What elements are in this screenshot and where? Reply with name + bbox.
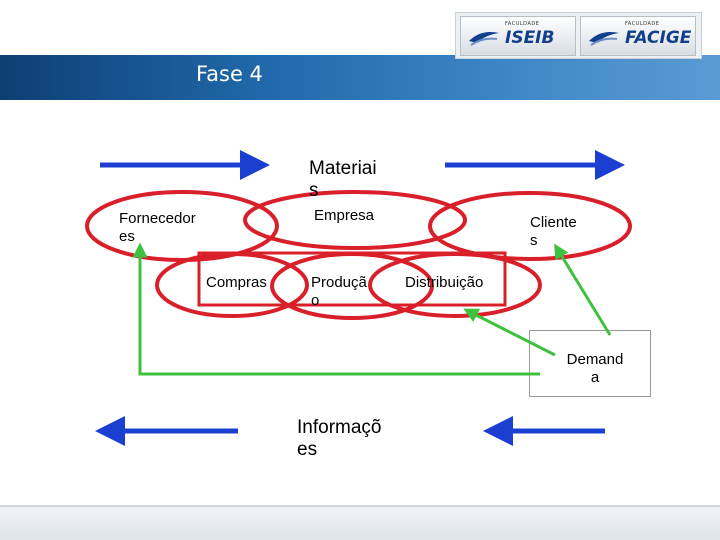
informacoes-label: Informaçõ es: [297, 417, 382, 461]
footer-band: [0, 505, 720, 540]
demand-box: [529, 330, 651, 397]
empresa-ellipse: [243, 190, 467, 250]
iseib-logo: FACULDADE ISEIB: [460, 16, 576, 56]
materiais-label: Materiai s: [309, 158, 377, 202]
logo-small-text: FACULDADE: [625, 21, 660, 27]
empresa-rectangle: [197, 251, 507, 307]
clientes-label: Cliente s: [530, 214, 577, 249]
logo-small-text: FACULDADE: [505, 21, 540, 27]
demand-to-distribution-link: [463, 308, 556, 357]
footer-divider: [0, 505, 720, 507]
swoosh-icon: [469, 32, 499, 46]
empresa-label: Empresa: [314, 207, 375, 224]
demand-to-clients-link: [554, 243, 612, 336]
compras-label: Compras: [206, 274, 267, 291]
producao-label: Produçã o: [311, 274, 367, 309]
header-band: [0, 55, 720, 100]
demanda-label: Demand a: [566, 351, 624, 386]
slide-title: Fase 4: [196, 62, 263, 86]
fornecedores-label: Fornecedor es: [119, 210, 196, 245]
logo-name: FACIGE: [625, 28, 692, 48]
logo-strip: FACULDADE ISEIB FACULDADE FACIGE: [455, 12, 702, 59]
distribuicao-label: Distribuição: [405, 274, 484, 291]
logo-name: ISEIB: [505, 28, 555, 48]
swoosh-icon: [589, 32, 619, 46]
facige-logo: FACULDADE FACIGE: [580, 16, 696, 56]
demand-to-suppliers-link: [132, 242, 540, 376]
clientes-ellipse: [428, 191, 632, 261]
